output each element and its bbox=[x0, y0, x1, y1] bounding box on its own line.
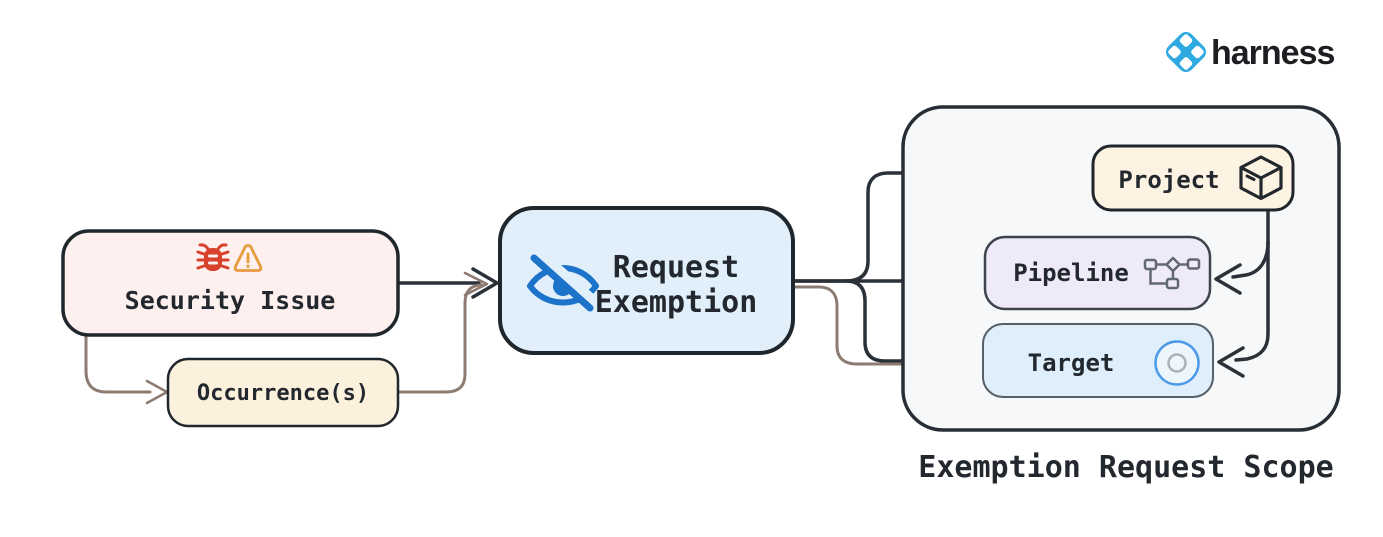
target-label: Target bbox=[1028, 349, 1115, 377]
pipeline-graph-icon bbox=[1143, 256, 1201, 290]
request-exemption-label-line2: Exemption bbox=[595, 285, 758, 320]
node-occurrences: Occurrence(s) bbox=[166, 357, 400, 428]
eye-off-icon bbox=[527, 247, 602, 312]
node-target: Target bbox=[982, 323, 1214, 398]
edge-occurrences-to-exemption bbox=[396, 283, 484, 394]
edge-project-to-pipeline bbox=[1231, 240, 1270, 279]
cube-icon bbox=[1239, 155, 1283, 201]
node-project: Project bbox=[1091, 144, 1295, 212]
arrowhead-icon bbox=[1217, 346, 1245, 378]
target-icon bbox=[1154, 340, 1200, 386]
project-label: Project bbox=[1118, 166, 1219, 194]
request-exemption-box bbox=[498, 206, 795, 355]
edge-project-to-target bbox=[1234, 209, 1270, 362]
bug-icon bbox=[196, 243, 230, 271]
edge-security-to-occurrences bbox=[84, 335, 152, 394]
edge-occurrences-to-target bbox=[791, 285, 938, 366]
edge-exemption-to-target bbox=[844, 279, 952, 363]
harness-logo: harness bbox=[1165, 31, 1335, 73]
pipeline-box bbox=[983, 235, 1212, 311]
warning-icon bbox=[233, 244, 263, 272]
arrowhead-icon bbox=[463, 271, 489, 297]
target-box bbox=[982, 323, 1214, 398]
node-security-issue: Security Issue bbox=[61, 229, 400, 337]
request-exemption-label-line1: Request bbox=[613, 250, 739, 285]
occurrences-label: Occurrence(s) bbox=[197, 381, 369, 406]
harness-wordmark: harness bbox=[1211, 34, 1334, 72]
arrowhead-icon bbox=[1214, 263, 1242, 295]
node-request-exemption: Request Exemption bbox=[498, 206, 795, 355]
scope-edges bbox=[1214, 209, 1270, 378]
scope-caption: Exemption Request Scope bbox=[918, 450, 1333, 485]
project-box bbox=[1091, 144, 1295, 212]
arrowhead-icon bbox=[471, 267, 499, 299]
occurrences-box bbox=[166, 357, 400, 428]
harness-logo-icon bbox=[1165, 31, 1207, 73]
security-issue-label: Security Issue bbox=[125, 286, 336, 315]
pipeline-label: Pipeline bbox=[1013, 259, 1129, 287]
security-issue-box bbox=[61, 229, 400, 337]
node-pipeline: Pipeline bbox=[983, 235, 1212, 311]
